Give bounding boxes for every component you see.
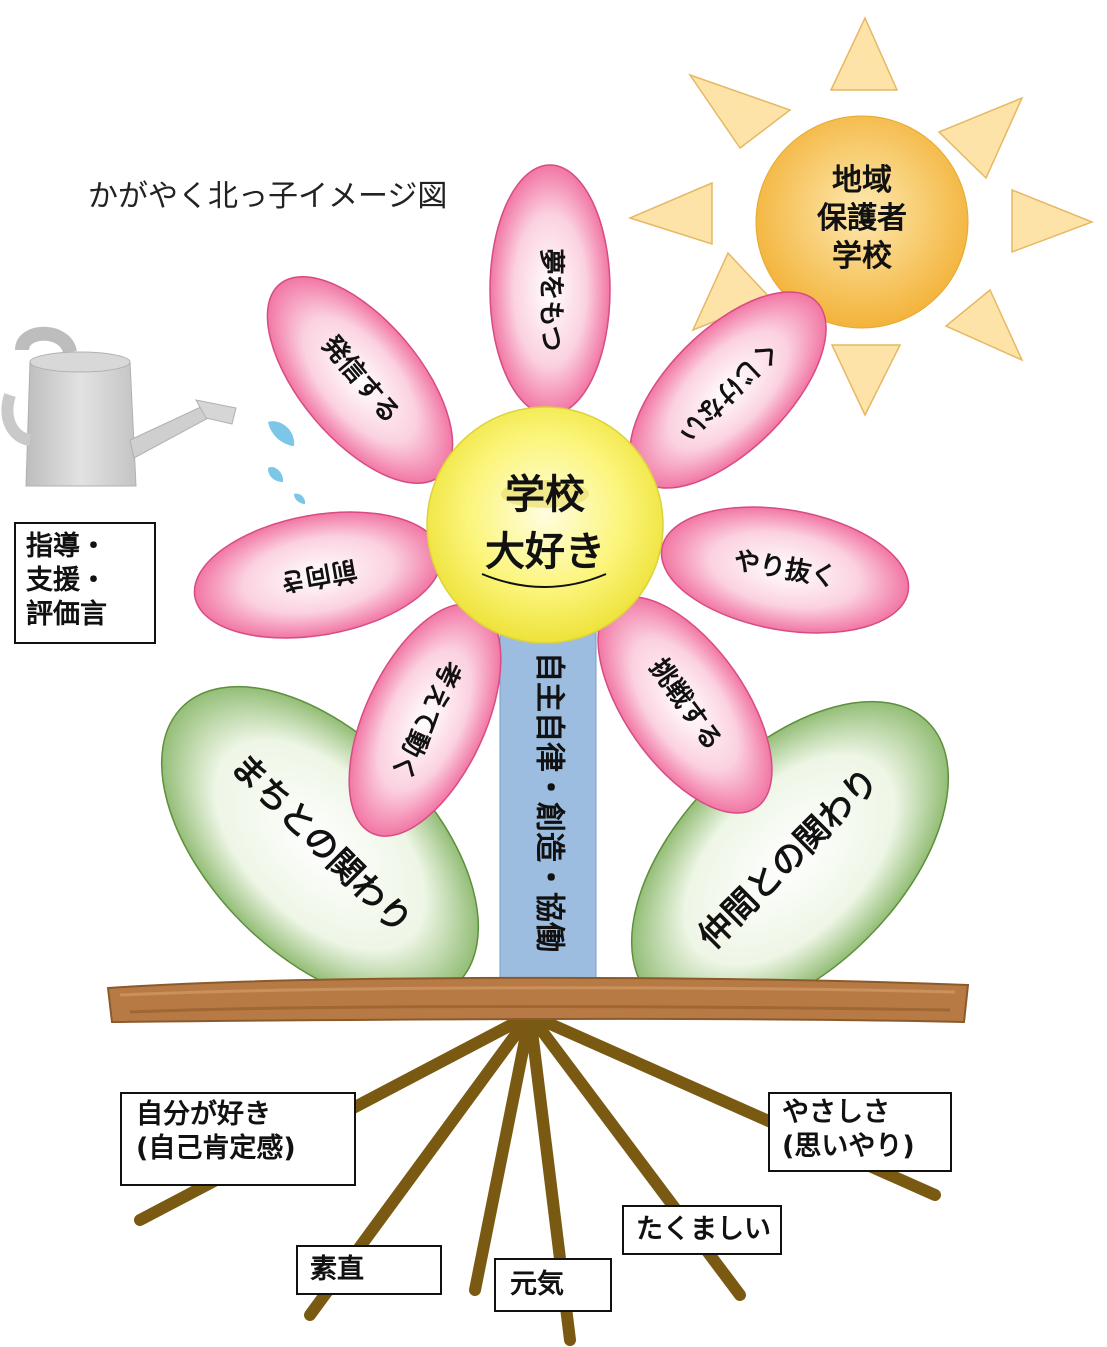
petal-yume: 夢をもつ	[489, 164, 611, 416]
root-label-honest: 素直	[296, 1245, 442, 1295]
sun-disc	[755, 115, 969, 329]
sun-line-1: 地域	[832, 163, 892, 198]
root-label-tough: たくましい	[622, 1205, 782, 1255]
root-label-energetic: 元気	[494, 1258, 612, 1312]
root-label-self-love: 自分が好き (自己肯定感)	[120, 1092, 356, 1186]
center-line-1: 学校	[505, 472, 585, 518]
petal-maemuki: 前向き	[193, 511, 443, 639]
center-line-2: 大好き	[485, 529, 605, 575]
petal-hasshin: 発信する	[266, 276, 454, 484]
sun-line-2: 保護者	[817, 201, 907, 236]
petal-chosen: 挑戦する	[597, 596, 773, 814]
petal-kujikenai: くじけない	[629, 291, 827, 489]
guidance-box: 指導・ 支援・ 評価言	[14, 522, 156, 644]
sun-line-3: 学校	[832, 239, 892, 274]
water-drops	[268, 421, 306, 504]
flower-center: 学校 大好き	[426, 406, 664, 644]
stem-label: 自主自律・創造・協働	[532, 652, 567, 952]
petals: 夢をもつ くじけない やり抜く 挑戦する 考えて動く 前向き 発信する	[193, 164, 910, 837]
soil	[106, 976, 970, 1024]
petal-yarinuku: やり抜く	[660, 506, 910, 634]
sun-rays	[627, 16, 1095, 417]
leaf-right: 仲間との関わり	[630, 700, 950, 1020]
stem: 自主自律・創造・協働	[499, 609, 597, 996]
watering-can-icon	[1, 326, 237, 487]
root-label-kindness: やさしさ (思いやり)	[768, 1092, 952, 1172]
diagram-title: かがやく北っ子イメージ図	[88, 179, 447, 214]
petal-label-yume: 夢をもつ	[536, 249, 566, 352]
sun: 地域 保護者 学校	[627, 16, 1095, 417]
petal-kangaete: 考えて動く	[348, 603, 502, 837]
